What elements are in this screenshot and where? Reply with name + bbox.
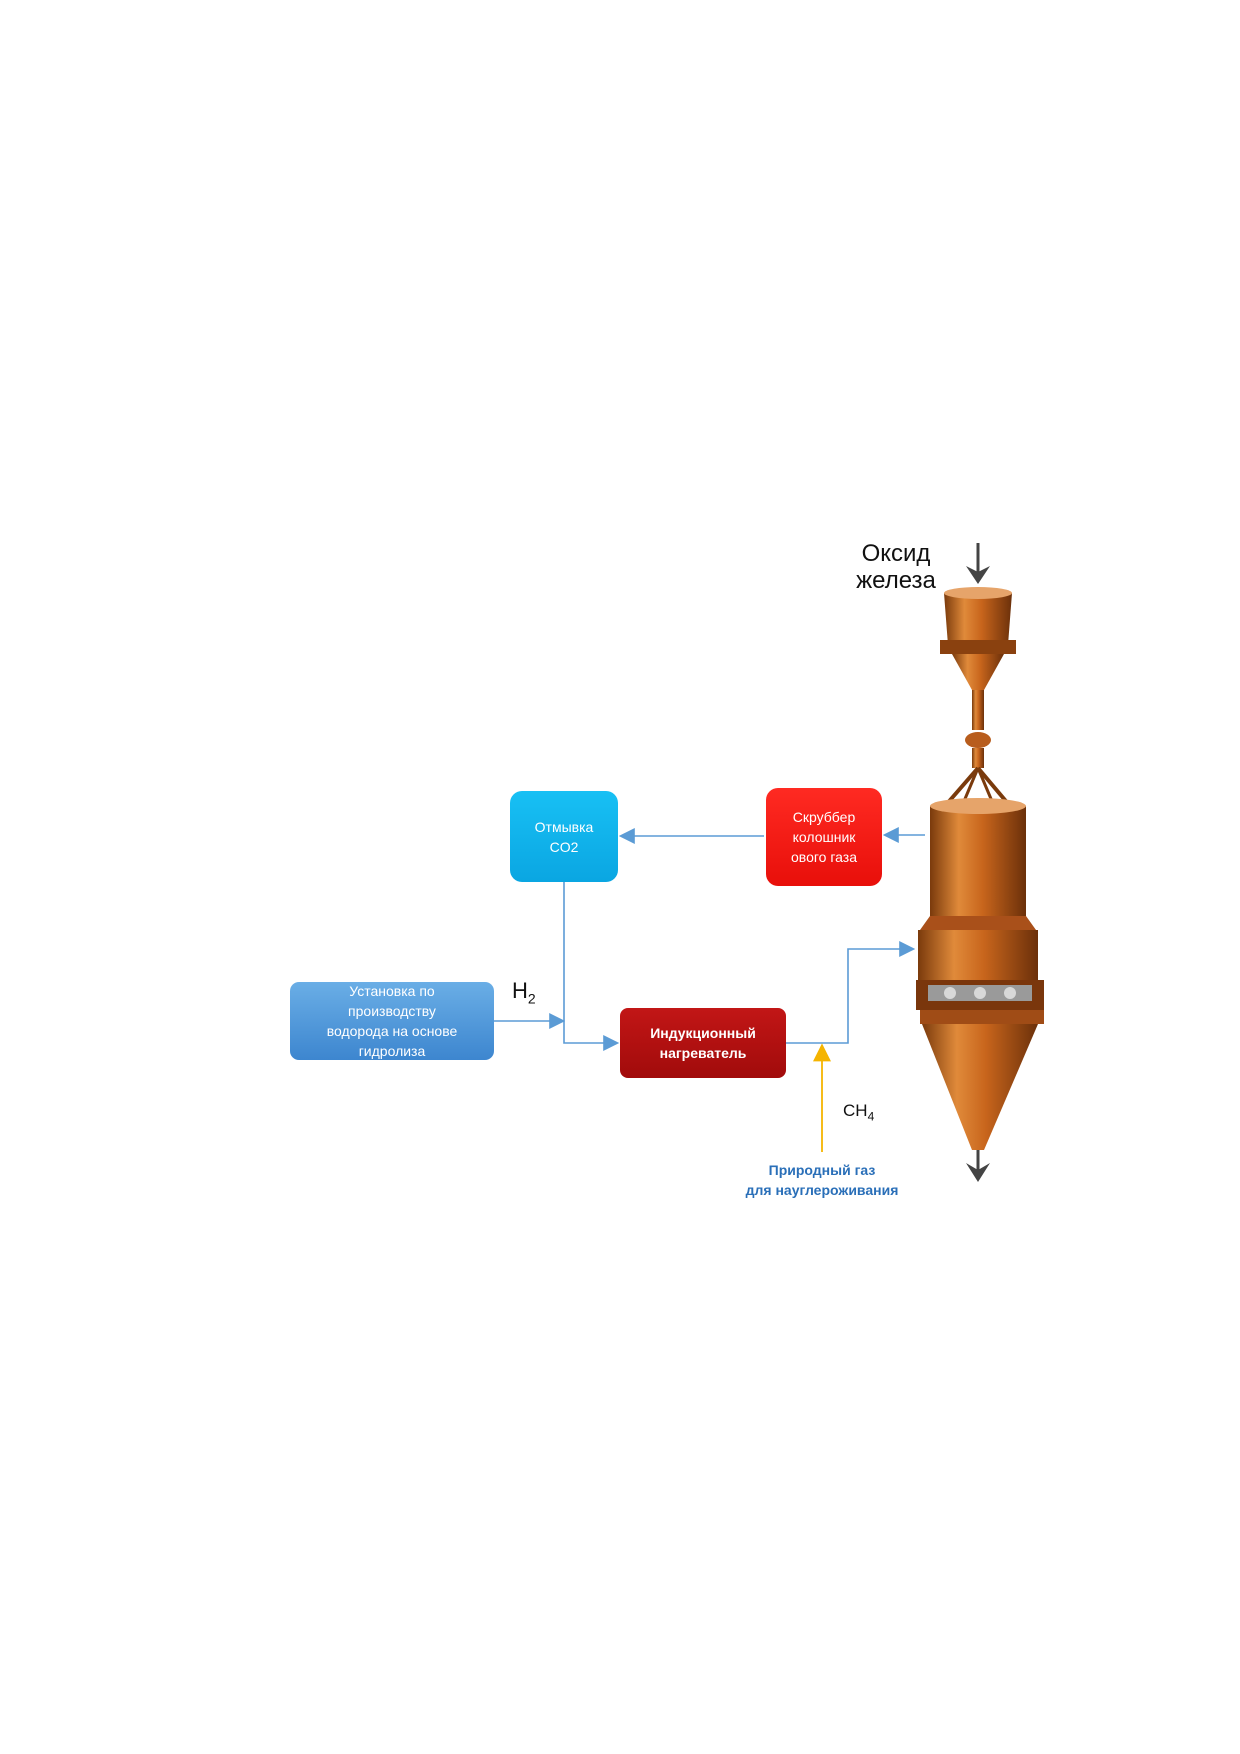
h2-label-main: H [512,978,528,1003]
ch4-label-subscript: 4 [867,1109,875,1124]
product-output-arrow [966,1150,990,1182]
induction-heater-box: Индукционный нагреватель [620,1008,786,1078]
flow-heater-to-furnace [786,941,916,1044]
ch4-label: CH4 [843,1101,874,1123]
top-gas-scrubber-box: Скруббер колошник ового газа [766,788,882,886]
shaft-furnace-illustration [916,587,1044,1150]
h2-label: H2 [512,978,536,1006]
hydrogen-hydrolysis-plant-box: Установка по производству водорода на ос… [290,982,494,1060]
flow-co2-to-heater [563,882,620,1051]
h2-label-subscript: 2 [527,990,536,1007]
co2-wash-box: Отмывка CO2 [510,791,618,882]
iron-oxide-arrow [966,543,990,584]
iron-oxide-label: Оксид железа [856,540,936,594]
ch4-label-main: CH [843,1101,868,1120]
natural-gas-label: Природный газ для науглероживания [745,1162,899,1198]
